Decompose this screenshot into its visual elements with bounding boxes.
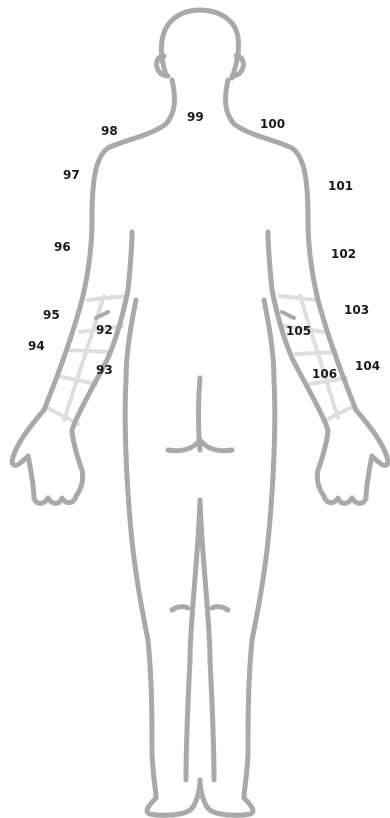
region-label-93: 93	[96, 364, 113, 376]
region-label-96: 96	[54, 241, 71, 253]
forearm-band-markings	[48, 296, 354, 424]
region-label-94: 94	[28, 340, 45, 352]
region-label-92: 92	[96, 324, 113, 336]
region-label-98: 98	[101, 125, 118, 137]
region-label-104: 104	[355, 360, 380, 372]
region-label-99: 99	[187, 111, 204, 123]
region-label-101: 101	[328, 180, 353, 192]
region-label-105: 105	[286, 325, 311, 337]
region-label-97: 97	[63, 169, 80, 181]
region-label-102: 102	[331, 248, 356, 260]
region-label-100: 100	[260, 118, 285, 130]
region-label-103: 103	[344, 304, 369, 316]
region-label-95: 95	[43, 309, 60, 321]
region-label-106: 106	[312, 368, 337, 380]
